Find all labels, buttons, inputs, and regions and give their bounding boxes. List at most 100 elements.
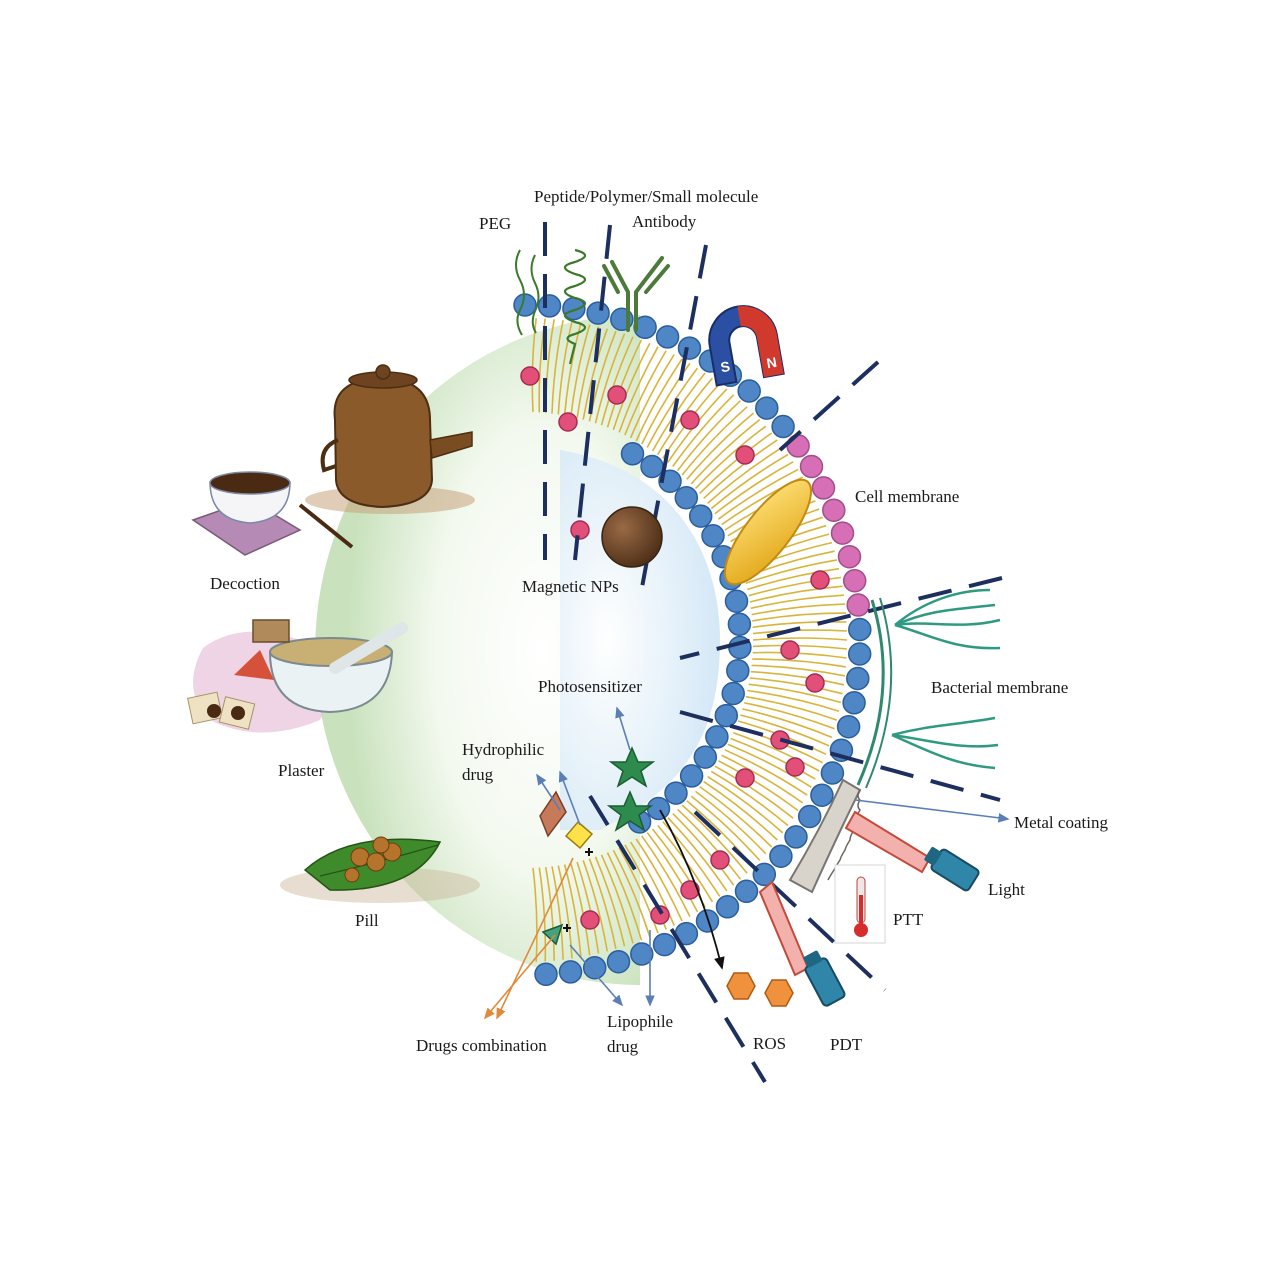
peptide-coil — [563, 248, 587, 365]
label-hydrophilic-2: drug — [462, 765, 494, 784]
lipid-tail — [748, 576, 841, 597]
lipid-head — [655, 325, 680, 349]
lipid-tail — [635, 358, 683, 442]
lipid-tail — [724, 749, 808, 796]
lipid-tail — [576, 861, 600, 954]
lipid-head — [620, 442, 645, 466]
lipid-head — [822, 498, 846, 522]
lipid-tail — [714, 461, 794, 515]
annotation-arrows — [483, 706, 1010, 1020]
lipid-tail — [730, 737, 816, 780]
lipid-tail — [672, 813, 735, 886]
lipid-tail — [733, 731, 820, 772]
lipid-head — [693, 745, 718, 769]
lipid-head — [646, 796, 671, 821]
drug-triangle — [541, 923, 564, 946]
magnetic-nanoparticle — [601, 506, 663, 568]
lipid-head — [537, 294, 562, 318]
lipid-tail — [710, 770, 789, 827]
lipid-head — [810, 783, 834, 807]
lipid-tail — [594, 856, 626, 947]
lipid-tail — [745, 695, 838, 721]
lipid-tail — [612, 342, 651, 431]
drug-molecule — [680, 880, 700, 900]
lipid-tail — [747, 567, 840, 591]
lipid-head — [705, 725, 729, 749]
lipid-tail — [699, 432, 773, 494]
lipid-tail — [752, 644, 847, 650]
lipid-head — [715, 895, 740, 919]
label-photosensitizer: Photosensitizer — [538, 677, 642, 696]
lipid-head — [755, 396, 779, 420]
drug-molecule — [680, 410, 700, 430]
lipid-head — [679, 764, 704, 788]
bacterial-flagella — [891, 588, 1001, 770]
label-decoction: Decoction — [210, 574, 280, 593]
lipid-tail — [582, 328, 609, 420]
lipid-head — [664, 781, 688, 805]
lipid-tail — [651, 372, 706, 452]
drug-molecule — [785, 757, 805, 777]
lipid-head — [727, 612, 752, 637]
lipid-tail — [538, 867, 547, 962]
lipid-tail — [742, 708, 833, 739]
lipid-tail — [677, 808, 742, 880]
lipid-tail — [721, 754, 804, 804]
lipid-tail — [551, 320, 564, 414]
lipid-tail — [544, 866, 555, 961]
lipid-head — [837, 544, 862, 569]
lipid-tail — [557, 865, 573, 959]
thermometer-icon — [834, 864, 886, 944]
lipid-head — [640, 454, 664, 479]
lipid-tail — [699, 785, 773, 848]
encapsulated-drugs — [520, 366, 830, 930]
antibody-shape — [602, 256, 670, 332]
lipid-head — [847, 642, 872, 666]
lipid-tail — [747, 689, 840, 713]
labels: PEG Peptide/Polymer/Small molecule Antib… — [210, 187, 1108, 1056]
lipid-tail — [641, 835, 691, 917]
lipid-head — [820, 761, 845, 785]
lipid-head — [799, 454, 824, 479]
lipid-head — [846, 593, 870, 617]
bacterial-membrane-arc — [856, 599, 885, 786]
lipid-tail — [707, 775, 784, 834]
lipid-tail — [629, 354, 675, 439]
lipid-tail — [752, 620, 847, 629]
drug-molecule — [607, 385, 627, 405]
drug-molecule — [570, 520, 590, 540]
lipid-tail — [606, 852, 643, 941]
light-source-icon — [924, 847, 980, 892]
lipid-tail — [749, 677, 843, 695]
lipid-tail — [703, 780, 778, 841]
lipid-tail — [681, 804, 748, 874]
lipid-head — [630, 942, 654, 966]
ros-hexagons — [726, 972, 794, 1007]
lipid-head — [734, 879, 759, 904]
drug-molecule — [810, 570, 830, 590]
lipid-head — [784, 825, 808, 849]
lipid-head — [797, 804, 822, 829]
light-beam-upper — [844, 810, 932, 874]
lipid-tail — [749, 585, 843, 603]
lipid-head — [771, 414, 795, 439]
section-dividers — [543, 222, 1003, 1084]
lipid-head — [848, 617, 872, 642]
label-plaster: Plaster — [278, 761, 325, 780]
lipid-tail — [588, 858, 617, 950]
light-source-icon — [803, 950, 846, 1007]
lipid-head — [721, 681, 745, 706]
lipid-tail — [748, 683, 842, 704]
label-magnetic-nps: Magnetic NPs — [522, 577, 619, 596]
lipid-tail — [532, 867, 538, 962]
lipid-tails — [531, 318, 848, 962]
mortar-icon — [187, 619, 408, 733]
label-pdt: PDT — [830, 1035, 863, 1054]
label-metal-coating: Metal coating — [1014, 813, 1108, 832]
lipid-tail — [751, 603, 846, 616]
lipid-head — [811, 476, 836, 500]
lipid-tail — [744, 702, 835, 730]
metal-coating — [788, 778, 862, 894]
lipid-tail — [707, 446, 784, 504]
